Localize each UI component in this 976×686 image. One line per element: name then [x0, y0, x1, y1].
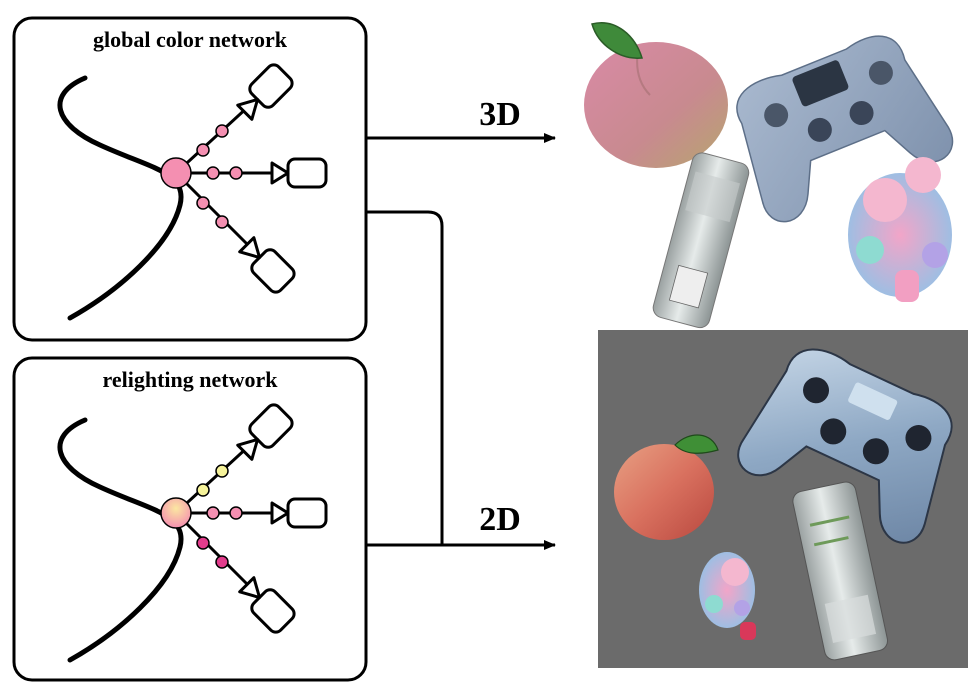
- surface-point: [160, 497, 192, 529]
- view-ray: [174, 511, 255, 592]
- sample-point: [215, 555, 229, 569]
- panel-title: global color network: [93, 27, 288, 52]
- connectors: 3D 2D: [366, 96, 556, 550]
- camera-icon: [238, 236, 296, 294]
- sample-point: [215, 464, 229, 478]
- camera-icon: [236, 403, 294, 461]
- render-2d: [598, 330, 968, 668]
- sample-point: [196, 196, 210, 210]
- view-ray: [174, 103, 252, 175]
- sample-point: [196, 536, 210, 550]
- can-2d: [792, 481, 889, 661]
- camera-icon: [270, 157, 328, 189]
- global-color-network-panel: global color network: [12, 16, 368, 342]
- camera-icon: [270, 497, 328, 529]
- panel-title: relighting network: [103, 367, 279, 392]
- sample-point: [229, 166, 243, 180]
- bear-2d: [699, 552, 756, 640]
- sample-point: [229, 506, 243, 520]
- view-ray: [174, 171, 255, 252]
- view-ray: [174, 443, 252, 515]
- sample-point: [215, 215, 229, 229]
- can-3d: [652, 152, 750, 329]
- controller-3d: [736, 35, 954, 223]
- connector-global-to-2d: [366, 210, 444, 545]
- relighting-network-panel: relighting network: [12, 356, 368, 682]
- sample-point: [215, 124, 229, 138]
- sample-point: [206, 166, 220, 180]
- sample-point: [206, 506, 220, 520]
- label-2d: 2D: [479, 501, 521, 538]
- peach-3d: [584, 22, 728, 168]
- render-3d: [584, 22, 954, 329]
- peach-2d: [614, 434, 719, 540]
- camera-icon: [238, 576, 296, 634]
- sample-point: [196, 143, 210, 157]
- sample-point: [196, 483, 210, 497]
- bear-3d: [848, 157, 952, 302]
- surface-point: [160, 157, 192, 189]
- camera-icon: [236, 63, 294, 121]
- controller-2d: [737, 348, 953, 544]
- label-3d: 3D: [479, 96, 521, 133]
